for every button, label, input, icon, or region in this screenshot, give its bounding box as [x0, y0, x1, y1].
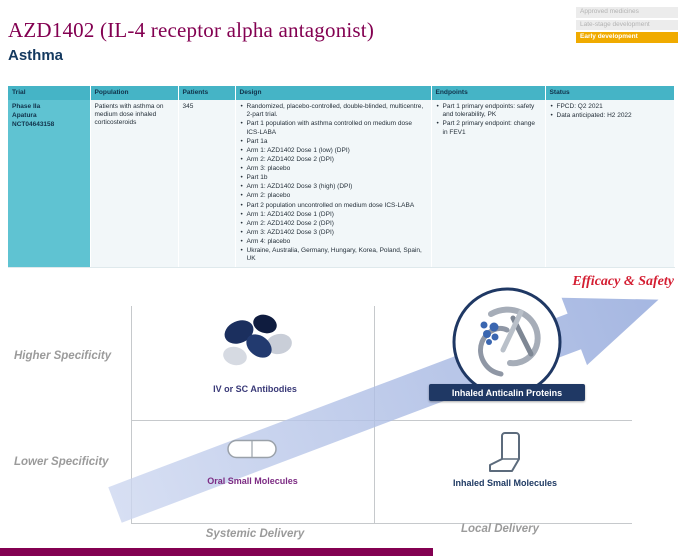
design-bullet: Arm 4: placebo — [241, 238, 427, 246]
design-bullet: Part 1 population with asthma controlled… — [241, 120, 427, 136]
page-title: AZD1402 (IL-4 receptor alpha antagonist) — [8, 18, 375, 42]
trial-line: NCT04643158 — [12, 121, 55, 129]
design-bullet: Part 1b — [241, 174, 427, 182]
col-header-design: Design — [235, 86, 432, 101]
design-bullet: Arm 1: AZD1402 Dose 3 (high) (DPI) — [241, 183, 427, 191]
label-inhaled-small-molecules: Inhaled Small Molecules — [452, 478, 558, 488]
efficacy-safety-label: Efficacy & Safety — [572, 274, 674, 289]
design-bullet: Part 1a — [241, 138, 427, 146]
axis-line-horizontal — [131, 420, 632, 421]
endpoint-bullet: Part 2 primary endpoint: change in FEV1 — [437, 120, 541, 136]
footer-bar — [0, 548, 433, 556]
cell-patients: 345 — [178, 100, 236, 269]
axis-line-bottom — [131, 523, 632, 524]
axis-label-lower-specificity: Lower Specificity — [14, 456, 109, 468]
trial-line: Phase IIa — [12, 103, 41, 111]
endpoint-bullet: Part 1 primary endpoints: safety and tol… — [437, 103, 541, 119]
axis-line-middle — [374, 306, 375, 524]
trial-table: Trial Population Patients Design Endpoin… — [8, 86, 675, 269]
design-bullet-list: Randomized, placebo-controlled, double-b… — [240, 103, 427, 263]
col-header-endpoints: Endpoints — [431, 86, 546, 101]
capsule-icon — [227, 439, 277, 459]
axis-label-local-delivery: Local Delivery — [461, 523, 539, 535]
design-bullet: Arm 2: AZD1402 Dose 2 (DPI) — [241, 220, 427, 228]
status-bullet: FPCD: Q2 2021 — [551, 103, 670, 111]
label-inhaled-anticalin-proteins: Inhaled Anticalin Proteins — [429, 384, 585, 401]
antibody-cluster-icon — [223, 314, 292, 366]
cell-design: Randomized, placebo-controlled, double-b… — [235, 100, 432, 269]
badge-late-stage-development: Late-stage development — [576, 19, 678, 30]
label-iv-sc-antibodies: IV or SC Antibodies — [213, 384, 297, 394]
col-header-trial: Trial — [8, 86, 91, 101]
design-bullet: Arm 3: AZD1402 Dose 3 (DPI) — [241, 229, 427, 237]
badge-early-development: Early development — [576, 32, 678, 43]
specificity-delivery-diagram: Efficacy & Safety IV or SC — [0, 268, 682, 548]
efficacy-arrow — [108, 297, 659, 523]
col-header-patients: Patients — [178, 86, 236, 101]
design-bullet: Arm 2: AZD1402 Dose 2 (DPI) — [241, 156, 427, 164]
badge-approved-medicines: Approved medicines — [576, 7, 678, 18]
endpoints-bullet-list: Part 1 primary endpoints: safety and tol… — [436, 103, 541, 137]
cell-status: FPCD: Q2 2021Data anticipated: H2 2022 — [545, 100, 675, 269]
inhaler-icon — [489, 432, 520, 472]
design-bullet: Randomized, placebo-controlled, double-b… — [241, 103, 427, 119]
label-oral-small-molecules: Oral Small Molecules — [207, 476, 298, 486]
status-bullet: Data anticipated: H2 2022 — [551, 112, 670, 120]
design-bullet: Ukraine, Australia, Germany, Hungary, Ko… — [241, 247, 427, 263]
table-header-row: Trial Population Patients Design Endpoin… — [8, 86, 675, 101]
trial-line: Apatura — [12, 112, 37, 120]
cell-population: Patients with asthma on medium dose inha… — [90, 100, 179, 269]
axis-label-systemic-delivery: Systemic Delivery — [205, 528, 305, 540]
design-bullet: Arm 1: AZD1402 Dose 1 (low) (DPI) — [241, 147, 427, 155]
pipeline-stage-legend: Approved medicines Late-stage developmen… — [576, 7, 678, 43]
axis-line-left — [131, 306, 132, 524]
design-bullet: Arm 2: placebo — [241, 192, 427, 200]
indication-subtitle: Asthma — [8, 47, 64, 64]
status-bullet-list: FPCD: Q2 2021Data anticipated: H2 2022 — [550, 103, 670, 120]
design-bullet: Part 2 population uncontrolled on medium… — [241, 202, 427, 210]
col-header-status: Status — [545, 86, 675, 101]
design-bullet: Arm 1: AZD1402 Dose 1 (DPI) — [241, 211, 427, 219]
axis-label-higher-specificity: Higher Specificity — [14, 350, 112, 362]
anticalin-protein-icon — [452, 287, 562, 397]
cell-endpoints: Part 1 primary endpoints: safety and tol… — [431, 100, 546, 269]
col-header-population: Population — [90, 86, 179, 101]
design-bullet: Arm 3: placebo — [241, 165, 427, 173]
